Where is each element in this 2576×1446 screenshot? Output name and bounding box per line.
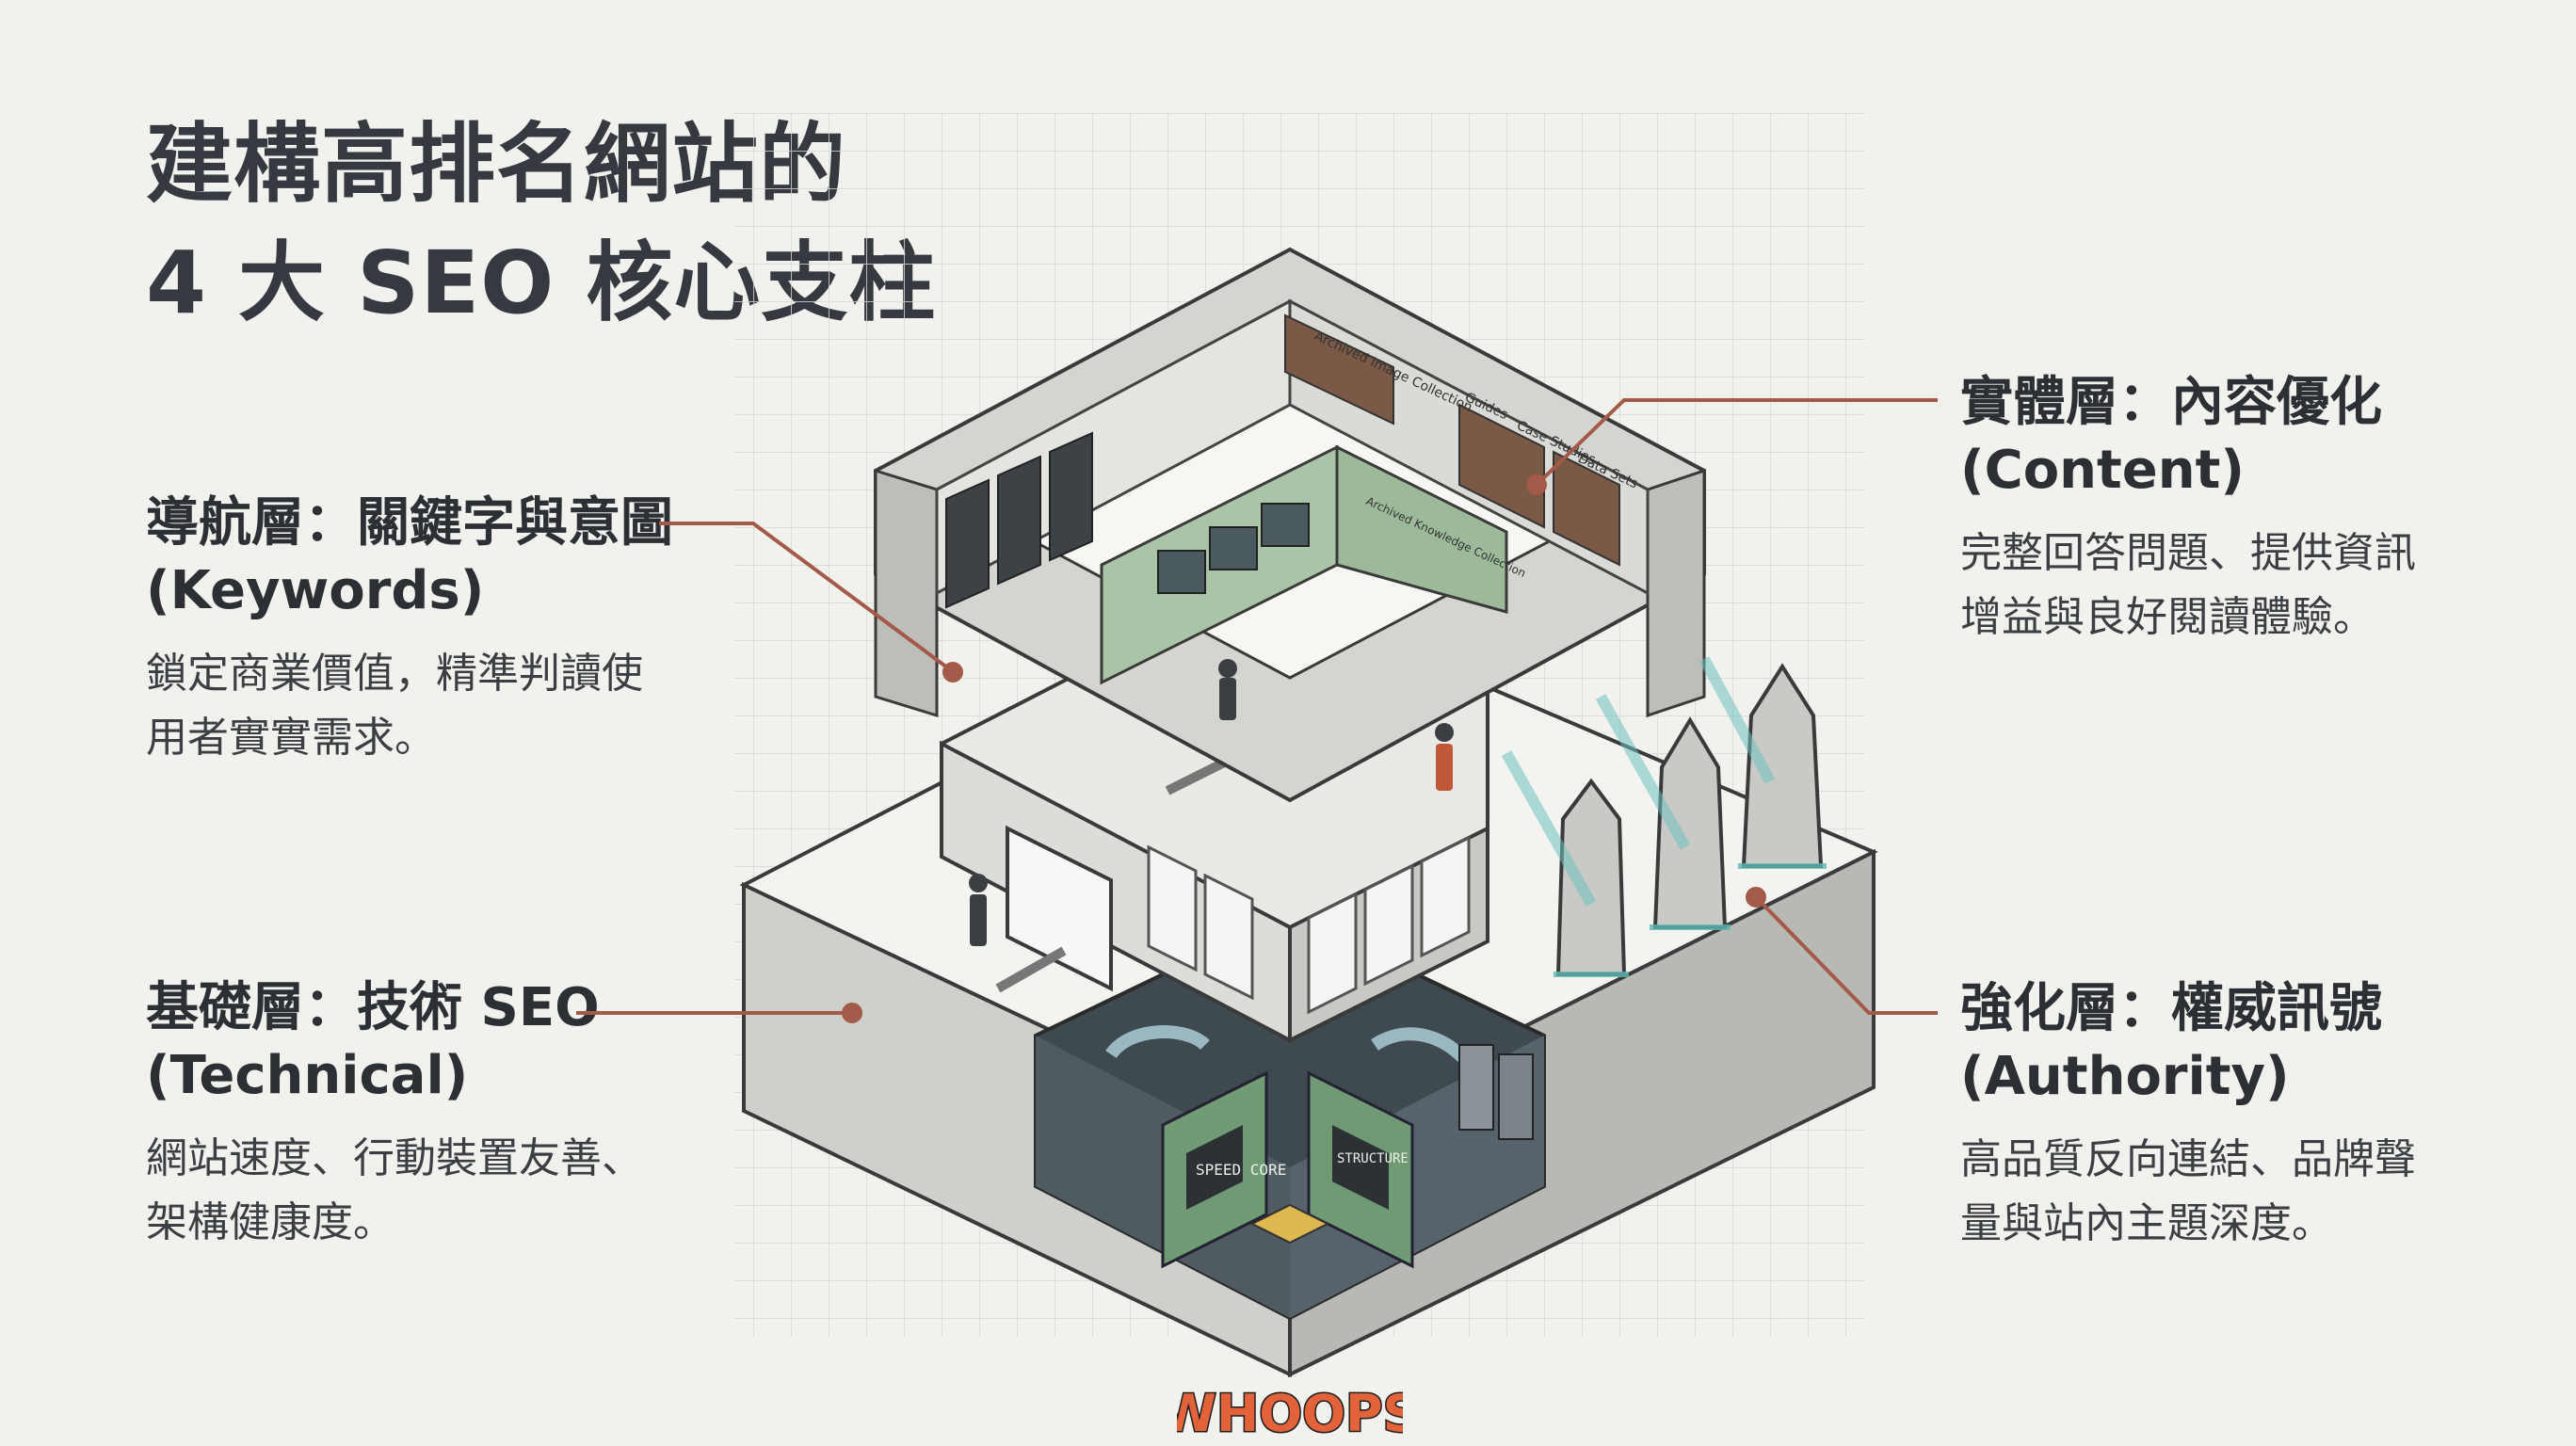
server-rack: [1049, 431, 1093, 562]
glass-pane: [1420, 835, 1471, 958]
bookshelf: [1458, 403, 1545, 529]
pillar-technical-heading: 基礎層：技術 SEO: [146, 977, 600, 1038]
leader-dot-content: [1526, 474, 1547, 495]
server-rack: [997, 455, 1041, 586]
person-figure: [1435, 723, 1454, 742]
structure-label: STRUCTURE: [1337, 1151, 1409, 1166]
bookshelf: [1553, 450, 1620, 567]
pillar-content-english: (Content): [1960, 440, 2246, 501]
leader-keywords: [659, 522, 953, 672]
person-figure: [969, 874, 988, 892]
monitor-screen: [1261, 503, 1310, 547]
leader-authority: [1754, 895, 1938, 1015]
whoops-logo-text: WHOOPS: [1177, 1384, 1403, 1442]
monitor-screen: [1209, 526, 1258, 570]
pillar-authority-description: 高品質反向連結、品牌聲 量與站內主題深度。: [1960, 1135, 2416, 1247]
green-partition: [1335, 444, 1508, 614]
title-line-1: 建構高排名網站的: [146, 114, 847, 215]
leader-dot-authority: [1746, 887, 1766, 908]
pillar-content-description: 完整回答問題、提供資訊 增益與良好閱讀體驗。: [1960, 529, 2416, 641]
whoops-logo: WHOOPS: [1177, 1383, 1403, 1443]
person-figure: [1219, 678, 1236, 720]
leader-content: [1535, 398, 1938, 487]
obelisk-handshake: [1555, 778, 1627, 976]
glass-pane: [1147, 844, 1198, 972]
coolant-pipe: [1105, 1025, 1210, 1059]
leader-lines: [576, 398, 1938, 1023]
upper-floor: Archived Image Collection Guides Case St…: [874, 247, 1706, 946]
floor-arrow: [995, 946, 1067, 993]
glass-beam: [1501, 656, 1776, 907]
pillar-technical: 基礎層：技術 SEO (Technical) 網站速度、行動裝置友善、 架構健康…: [146, 974, 711, 1255]
server-unit: [1458, 1044, 1494, 1131]
bookshelf: [1284, 313, 1394, 426]
pillar-technical-english: (Technical): [146, 1045, 469, 1106]
pillar-keywords-description: 鎖定商業價值，精準判讀使 用者實實需求。: [146, 650, 643, 762]
entrance-door: [1006, 825, 1113, 992]
glass-pane: [1203, 873, 1254, 1001]
structure-chip: [1332, 1125, 1389, 1210]
pillar-technical-description: 網站速度、行動裝置友善、 架構健康度。: [146, 1134, 643, 1246]
leader-dot-keywords: [942, 662, 963, 683]
person-figure: [1218, 659, 1237, 678]
authority-obelisks: [1501, 656, 1827, 977]
pillar-keywords-heading: 導航層：關鍵字與意圖: [146, 492, 673, 554]
server-rack: [945, 478, 990, 609]
person-figure: [970, 894, 987, 946]
processor-chip: [1249, 1203, 1330, 1245]
pillar-keywords-english: (Keywords): [146, 560, 485, 621]
obelisk-shield: [1652, 716, 1728, 929]
floor-arrow: [1165, 758, 1227, 795]
pillar-content: 實體層：內容優化 (Content) 完整回答問題、提供資訊 增益與良好閱讀體驗…: [1960, 369, 2487, 650]
person-figure: [1436, 744, 1453, 791]
basement-server-room: SPEED CORE STRUCTURE: [1034, 910, 1546, 1321]
pillar-authority-heading: 強化層：權威訊號: [1960, 978, 2382, 1039]
glass-pane: [1363, 863, 1414, 987]
leader-dot-technical: [842, 1003, 862, 1023]
monitor-screen: [1157, 550, 1206, 594]
obelisk-scales: [1741, 663, 1824, 868]
glass-pane: [1307, 892, 1358, 1015]
speed-core-chip: [1186, 1125, 1243, 1210]
pillar-authority-english: (Authority): [1960, 1046, 2290, 1107]
server-unit: [1498, 1053, 1534, 1140]
speed-core-label: SPEED CORE: [1196, 1161, 1286, 1179]
pillar-content-heading: 實體層：內容優化: [1960, 372, 2382, 433]
pillar-authority: 強化層：權威訊號 (Authority) 高品質反向連結、品牌聲 量與站內主題深…: [1960, 975, 2487, 1256]
pillar-keywords: 導航層：關鍵字與意圖 (Keywords) 鎖定商業價值，精準判讀使 用者實實需…: [146, 490, 673, 770]
